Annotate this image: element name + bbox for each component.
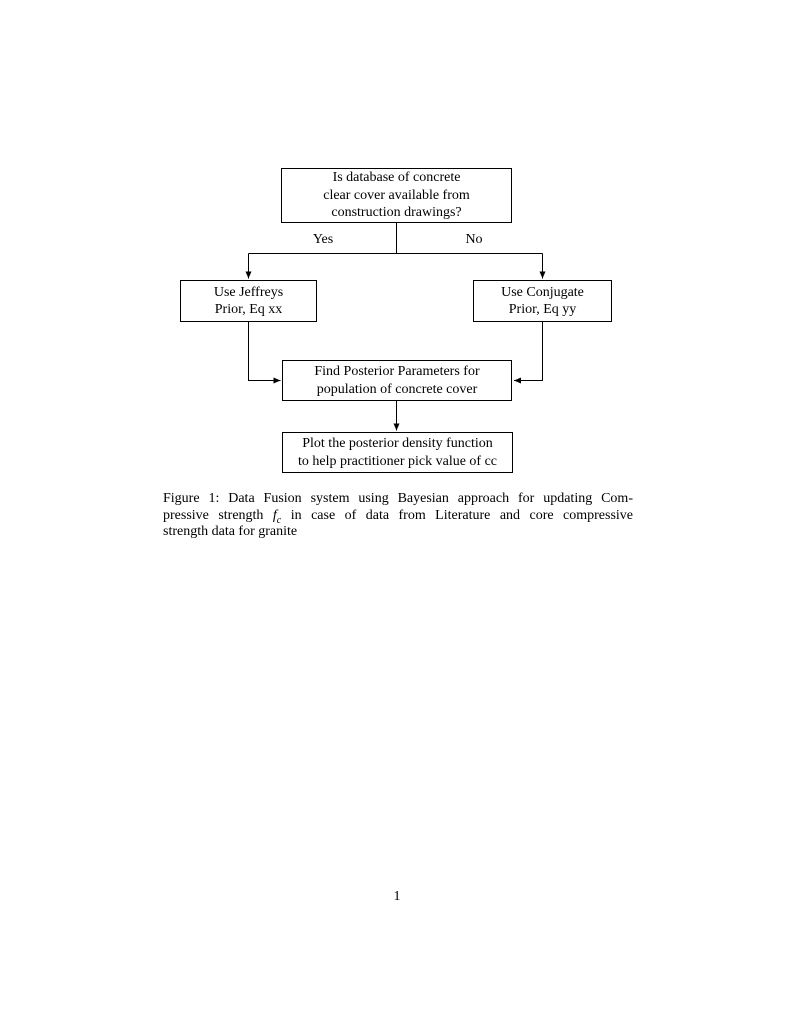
flowchart-node-posterior-parameters: Find Posterior Parameters for population… — [282, 360, 512, 401]
flowchart-node-jeffreys-prior: Use Jeffreys Prior, Eq xx — [180, 280, 317, 322]
caption-line-2-before: pressive strength — [163, 507, 264, 523]
caption-line-2: pressive strength fc in case of data fro… — [163, 508, 633, 525]
posterior-line-2: population of concrete cover — [316, 381, 478, 397]
question-line-1: Is database of concrete — [332, 170, 461, 186]
caption-line-1: Figure 1: Data Fusion system using Bayes… — [163, 491, 633, 506]
flowchart-node-plot-density: Plot the posterior density function to h… — [282, 432, 513, 473]
question-line-3: construction drawings? — [331, 205, 462, 221]
fc-base: f — [272, 507, 277, 523]
fc-subscript: c — [276, 514, 282, 526]
caption-line-2-after: in case of data from Literature and core… — [290, 507, 634, 523]
branch-label-yes: Yes — [312, 232, 334, 247]
flowchart-node-question: Is database of concrete clear cover avai… — [281, 168, 512, 223]
jeffreys-line-2: Prior, Eq xx — [214, 302, 283, 317]
plot-line-2: to help practitioner pick value of cc — [297, 453, 498, 469]
fc-math-symbol: fc — [272, 507, 282, 526]
conjugate-line-2: Prior, Eq yy — [508, 302, 577, 317]
flowchart-node-conjugate-prior: Use Conjugate Prior, Eq yy — [473, 280, 612, 322]
conjugate-line-1: Use Conjugate — [501, 284, 584, 300]
posterior-line-1: Find Posterior Parameters for — [314, 364, 480, 379]
question-line-2: clear cover available from — [323, 187, 470, 203]
caption-line-3: strength data for granite — [163, 524, 298, 539]
plot-line-1: Plot the posterior density function — [302, 436, 493, 451]
connector-conjugate-posterior — [514, 322, 543, 384]
connector-jeffreys-posterior — [248, 322, 281, 384]
jeffreys-line-1: Use Jeffreys — [213, 284, 284, 300]
branch-label-no: No — [465, 232, 483, 247]
figure-caption: Figure 1: Data Fusion system using Bayes… — [163, 491, 633, 541]
page-number: 1 — [393, 889, 401, 904]
